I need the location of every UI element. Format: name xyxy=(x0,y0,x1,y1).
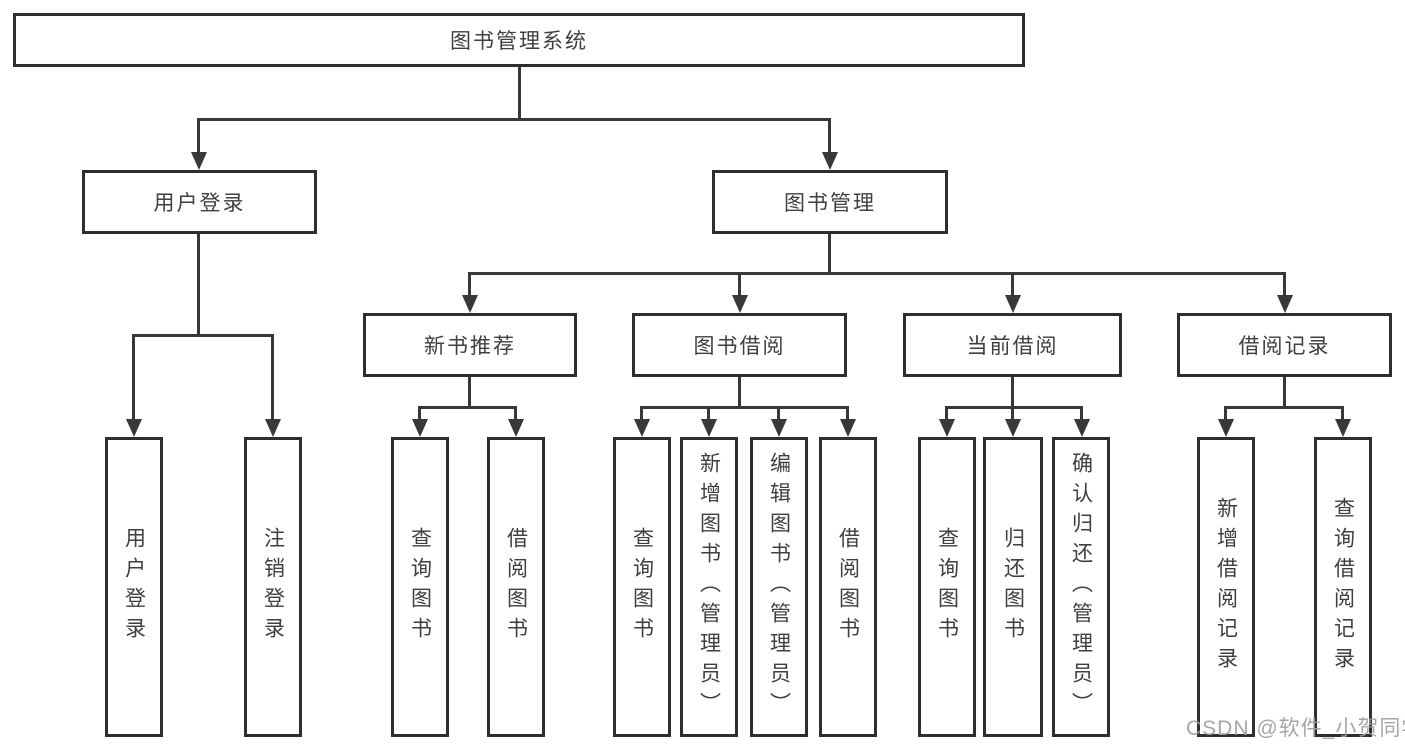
connector-current-borrow-stem xyxy=(1011,377,1014,406)
node-label: 图书借阅 xyxy=(693,335,786,358)
arrow-down-icon xyxy=(1277,295,1293,313)
node-label: 借阅记录 xyxy=(1238,335,1331,358)
node-label: 查询图书 xyxy=(935,527,959,647)
connector-stem-current-borrow xyxy=(1011,272,1014,295)
leaf-query-books-recommend: 查询图书 xyxy=(391,437,449,737)
connector-leaf-stem xyxy=(132,334,135,419)
arrow-down-icon xyxy=(732,295,748,313)
connector-leaf-stem xyxy=(707,406,710,419)
connector-leaf-stem xyxy=(1341,406,1344,419)
connector-book-management-stem xyxy=(828,234,831,272)
arrow-down-icon xyxy=(265,419,281,437)
node-label: 查询图书 xyxy=(630,527,654,647)
node-user-login: 用户登录 xyxy=(82,170,317,234)
node-label: 借阅图书 xyxy=(836,527,860,647)
connector-borrow-records-stem xyxy=(1283,377,1286,406)
connector-leaf-stem xyxy=(640,406,643,419)
leaf-query-borrow-record: 查询借阅记录 xyxy=(1314,437,1372,737)
node-label: 当前借阅 xyxy=(966,335,1059,358)
node-book-borrow: 图书借阅 xyxy=(632,313,847,377)
connector-leaf-stem xyxy=(271,334,274,419)
connector-book-borrow-bar xyxy=(640,406,849,409)
connector-leaf-stem xyxy=(514,406,517,419)
connector-stem-user-login xyxy=(197,118,200,152)
node-current-borrow: 当前借阅 xyxy=(903,313,1122,377)
leaf-query-books-borrow: 查询图书 xyxy=(613,437,671,737)
node-label: 新增借阅记录 xyxy=(1214,497,1238,677)
arrow-down-icon xyxy=(701,419,717,437)
leaf-borrow-books-recommend: 借阅图书 xyxy=(487,437,545,737)
connector-stem-new-book xyxy=(468,272,471,295)
connector-leaf-stem xyxy=(1080,406,1083,419)
leaf-add-book-admin: 新增图书（管理员） xyxy=(680,437,738,737)
connector-user-login-stem xyxy=(197,234,200,334)
leaf-logout: 注销登录 xyxy=(244,437,302,737)
watermark: CSDN @软件_小贺同学 xyxy=(1186,717,1405,740)
arrow-down-icon xyxy=(508,419,524,437)
connector-leaf-stem xyxy=(777,406,780,419)
connector-stem-book-borrow xyxy=(738,272,741,295)
node-library-management-system: 图书管理系统 xyxy=(13,13,1025,67)
node-label: 编辑图书（管理员） xyxy=(767,452,791,722)
connector-root-stem xyxy=(518,66,521,118)
connector-new-book-bar xyxy=(418,406,517,409)
connector-leaf-stem xyxy=(1224,406,1227,419)
connector-stem-borrow-records xyxy=(1283,272,1286,295)
connector-level3-bar xyxy=(468,272,1286,275)
connector-leaf-stem xyxy=(1011,406,1014,419)
node-label: 查询借阅记录 xyxy=(1331,497,1355,677)
connector-stem-book-management xyxy=(828,118,831,152)
connector-current-borrow-bar xyxy=(945,406,1083,409)
leaf-query-books-current: 查询图书 xyxy=(918,437,976,737)
arrow-down-icon xyxy=(939,419,955,437)
node-new-book-recommend: 新书推荐 xyxy=(363,313,577,377)
leaf-edit-book-admin: 编辑图书（管理员） xyxy=(750,437,808,737)
connector-book-borrow-stem xyxy=(738,377,741,406)
node-label: 新增图书（管理员） xyxy=(697,452,721,722)
leaf-confirm-return-admin: 确认归还（管理员） xyxy=(1052,437,1110,737)
connector-leaf-stem xyxy=(846,406,849,419)
node-label: 用户登录 xyxy=(122,527,146,647)
connector-leaf-stem xyxy=(945,406,948,419)
node-label: 确认归还（管理员） xyxy=(1069,452,1093,722)
node-label: 图书管理系统 xyxy=(450,30,588,53)
connector-new-book-stem xyxy=(468,377,471,406)
node-label: 查询图书 xyxy=(408,527,432,647)
leaf-borrow-books: 借阅图书 xyxy=(819,437,877,737)
arrow-down-icon xyxy=(1074,419,1090,437)
leaf-add-borrow-record: 新增借阅记录 xyxy=(1197,437,1255,737)
node-borrow-records: 借阅记录 xyxy=(1177,313,1392,377)
node-label: 归还图书 xyxy=(1001,527,1025,647)
node-book-management: 图书管理 xyxy=(712,170,948,234)
arrow-down-icon xyxy=(840,419,856,437)
node-label: 图书管理 xyxy=(784,192,876,215)
arrow-down-icon xyxy=(771,419,787,437)
node-label: 借阅图书 xyxy=(504,527,528,647)
connector-user-login-bar xyxy=(132,334,274,337)
arrow-down-icon xyxy=(1218,419,1234,437)
arrow-down-icon xyxy=(126,419,142,437)
arrow-down-icon xyxy=(822,152,838,170)
arrow-down-icon xyxy=(1005,419,1021,437)
node-label: 注销登录 xyxy=(261,527,285,647)
arrow-down-icon xyxy=(462,295,478,313)
connector-level2-bar xyxy=(197,118,831,121)
node-label: 用户登录 xyxy=(153,192,246,215)
connector-leaf-stem xyxy=(418,406,421,419)
leaf-return-book: 归还图书 xyxy=(983,437,1043,737)
arrow-down-icon xyxy=(412,419,428,437)
node-label: 新书推荐 xyxy=(424,335,516,358)
arrow-down-icon xyxy=(634,419,650,437)
leaf-user-login: 用户登录 xyxy=(105,437,163,737)
arrow-down-icon xyxy=(1335,419,1351,437)
connector-borrow-records-bar xyxy=(1224,406,1344,409)
arrow-down-icon xyxy=(1005,295,1021,313)
arrow-down-icon xyxy=(191,152,207,170)
